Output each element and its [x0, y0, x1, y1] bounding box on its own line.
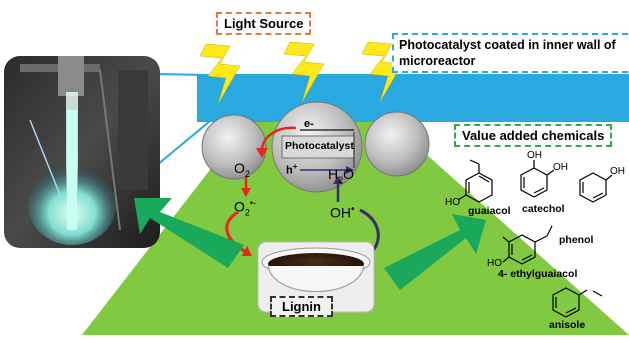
- catalyst-sphere-icon: [364, 111, 430, 177]
- superoxide-subscript: 2: [244, 207, 250, 218]
- hydroxyl-radical: •: [351, 204, 355, 215]
- guaiacol-structure: [457, 159, 493, 203]
- green-arrow-to-products: [384, 214, 486, 290]
- phenol-name: phenol: [559, 234, 594, 246]
- lignin-bowl-icon: [257, 241, 375, 313]
- anisole-name: anisole: [549, 319, 586, 331]
- water-h: H: [328, 166, 339, 182]
- microreactor-photo: [4, 56, 160, 248]
- catechol-oh-side: OH: [553, 162, 568, 173]
- oxygen-symbol: O: [234, 160, 245, 176]
- water-o: O: [343, 166, 355, 182]
- electron-label: e-: [304, 118, 314, 130]
- green-arrow-to-reactor: [134, 198, 244, 268]
- lightning-bolt-icon: [199, 43, 241, 105]
- light-source-label: Light Source: [216, 12, 312, 35]
- guaiacol-name: guaiacol: [468, 205, 511, 217]
- phenol-oh: OH: [610, 166, 625, 177]
- superoxide-charge: •-: [249, 198, 257, 208]
- zoom-line-top: [157, 73, 206, 76]
- photocatalyst-label: Photocatalyst: [285, 140, 354, 152]
- lightning-bolt-icon: [283, 41, 325, 103]
- lignin-label: Lignin: [270, 296, 333, 317]
- water-subscript: 2: [338, 174, 344, 185]
- ethylguaiacol-structure: [502, 225, 553, 265]
- ethylguaiacol-name: 4- ethylguaiacol: [498, 268, 578, 280]
- catechol-name: catechol: [522, 203, 565, 215]
- catechol-structure: [520, 160, 555, 198]
- superoxide-symbol: O: [234, 198, 245, 215]
- catechol-oh-top: OH: [527, 150, 542, 161]
- hole-label: h+: [286, 162, 297, 177]
- value-added-label: Value added chemicals: [454, 124, 613, 147]
- photocatalyst-coating-label: Photocatalyst coated in inner wall of mi…: [392, 33, 629, 73]
- hydroxyl-symbol: OH: [330, 204, 351, 221]
- catalyst-sphere-icon: [201, 114, 267, 180]
- hole-symbol: h: [286, 164, 293, 177]
- electron-transfer-arrow: [260, 126, 297, 151]
- guaiacol-ho: HO: [445, 197, 460, 208]
- anisole-structure: [552, 287, 603, 318]
- oxygen-label: O2: [234, 160, 250, 179]
- oxygen-subscript: 2: [244, 168, 250, 179]
- lightning-bolt-icon: [361, 41, 403, 103]
- phenol-structure: [579, 172, 613, 203]
- reactor-wall: [197, 74, 629, 122]
- superoxide-label: O2•-: [234, 198, 256, 217]
- ethylguaiacol-ho: HO: [487, 258, 502, 269]
- hydroxyl-label: OH•: [330, 204, 355, 221]
- water-label: H2O: [328, 166, 354, 185]
- hole-charge: +: [292, 162, 298, 171]
